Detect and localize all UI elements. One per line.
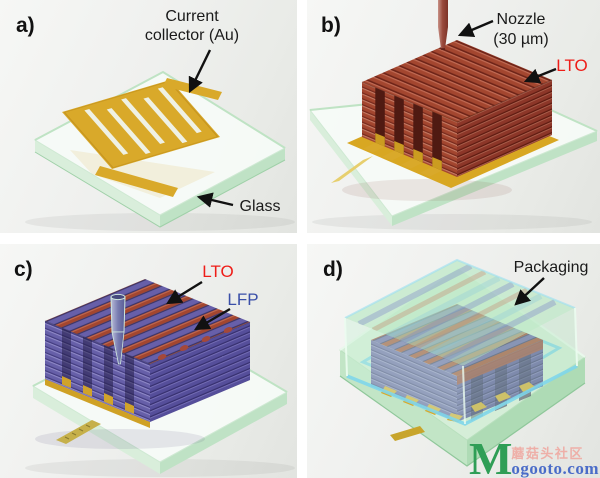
package-lid — [344, 258, 578, 426]
panel-c-tag: c) — [14, 258, 33, 281]
print-nozzle — [110, 293, 126, 365]
gold-lead — [56, 420, 101, 444]
panel-b-illustration: b) Nozzle (30 µm) LTO — [309, 0, 599, 230]
panel-c-illustration: c) LTO LFP — [14, 258, 295, 477]
gold-tab-lead — [390, 426, 425, 441]
print-nozzle — [438, 0, 448, 50]
lto-label: LTO — [556, 56, 588, 75]
lfp-arrow — [193, 307, 231, 331]
nozzle-label-line2: (30 µm) — [493, 31, 548, 48]
current-collector-label-line2: collector (Au) — [145, 27, 239, 44]
gold-current-collector — [62, 78, 222, 197]
lto-arrow — [523, 67, 557, 84]
floor-shadow — [312, 214, 592, 230]
current-collector-label-line1: Current — [165, 8, 219, 25]
panel-a: a) Current collector (Au) Glass — [0, 0, 297, 233]
gold-tab-bottom — [95, 166, 178, 197]
current-collector-arrow — [188, 49, 212, 94]
block-reflection — [342, 179, 512, 201]
lto-label: LTO — [202, 262, 234, 281]
panel-a-illustration: a) Current collector (Au) Glass — [16, 8, 295, 231]
panel-d-illustration: d) Packaging — [323, 258, 589, 467]
panel-c: c) LTO LFP — [0, 244, 297, 478]
panel-b: b) Nozzle (30 µm) LTO — [307, 0, 600, 233]
lto-printed-block — [361, 40, 553, 177]
lto-rod-ends — [157, 327, 233, 360]
packaging-arrow — [514, 277, 545, 306]
panel-a-tag: a) — [16, 14, 35, 37]
glass-label: Glass — [240, 198, 281, 215]
glass-arrow — [196, 192, 234, 208]
lto-arrow — [166, 280, 203, 305]
panel-d: d) Packaging M 蘑菇头社区 ogooto.com — [307, 244, 600, 478]
packaging-label: Packaging — [514, 259, 589, 276]
nozzle-label-line1: Nozzle — [497, 11, 546, 28]
panel-d-tag: d) — [323, 258, 343, 281]
panel-b-tag: b) — [321, 14, 341, 37]
nozzle-arrow — [457, 19, 494, 38]
interdigitated-block — [44, 279, 251, 428]
electrode-gaps — [62, 328, 134, 414]
electrode-gaps — [363, 87, 442, 177]
lfp-label: LFP — [227, 290, 258, 309]
